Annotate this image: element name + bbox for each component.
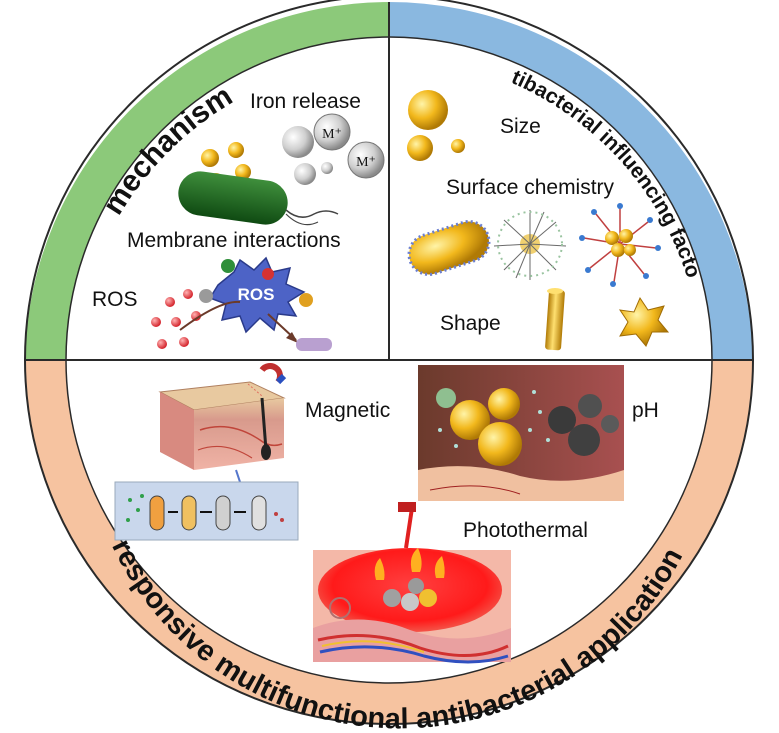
ph-responsive-illustration <box>418 365 624 501</box>
factors-quadrant: Size Surface chemistry <box>407 90 670 351</box>
photothermal-illustration <box>313 502 511 664</box>
dendritic-particle <box>493 210 567 280</box>
application-band <box>25 360 753 724</box>
size-particles <box>407 90 465 161</box>
coated-rod-particle <box>407 220 491 276</box>
label-ph: pH <box>632 399 659 422</box>
label-size: Size <box>500 115 541 138</box>
ion-label: M⁺ <box>322 127 342 142</box>
metal-ion-cluster: M⁺ M⁺ <box>282 113 385 185</box>
label-shape: Shape <box>440 312 501 335</box>
red-particles <box>151 289 201 349</box>
ros-burst-icon: ROS <box>179 256 332 351</box>
label-membrane-interactions: Membrane interactions <box>127 229 341 252</box>
mechanism-band <box>25 1 389 360</box>
ros-burst-label: ROS <box>238 285 275 304</box>
mechanism-quadrant: Iron release M⁺ M⁺ Membrane interactions… <box>92 90 385 351</box>
gold-star-particle <box>618 296 670 347</box>
ion-label: M⁺ <box>356 155 376 170</box>
label-photothermal: Photothermal <box>463 519 588 542</box>
application-quadrant: Magnetic <box>114 363 659 664</box>
label-surface-chemistry: Surface chemistry <box>446 176 615 199</box>
magnetic-bacteria-sequence <box>114 481 299 541</box>
label-iron-release: Iron release <box>250 90 361 113</box>
magnetic-skin-illustration <box>158 363 287 483</box>
label-ros: ROS <box>92 288 138 311</box>
green-bacterium <box>178 171 339 226</box>
gold-rod-particle <box>545 288 565 351</box>
factors-band <box>389 1 753 360</box>
label-magnetic: Magnetic <box>305 399 390 422</box>
ligand-cluster-particle <box>579 203 661 287</box>
